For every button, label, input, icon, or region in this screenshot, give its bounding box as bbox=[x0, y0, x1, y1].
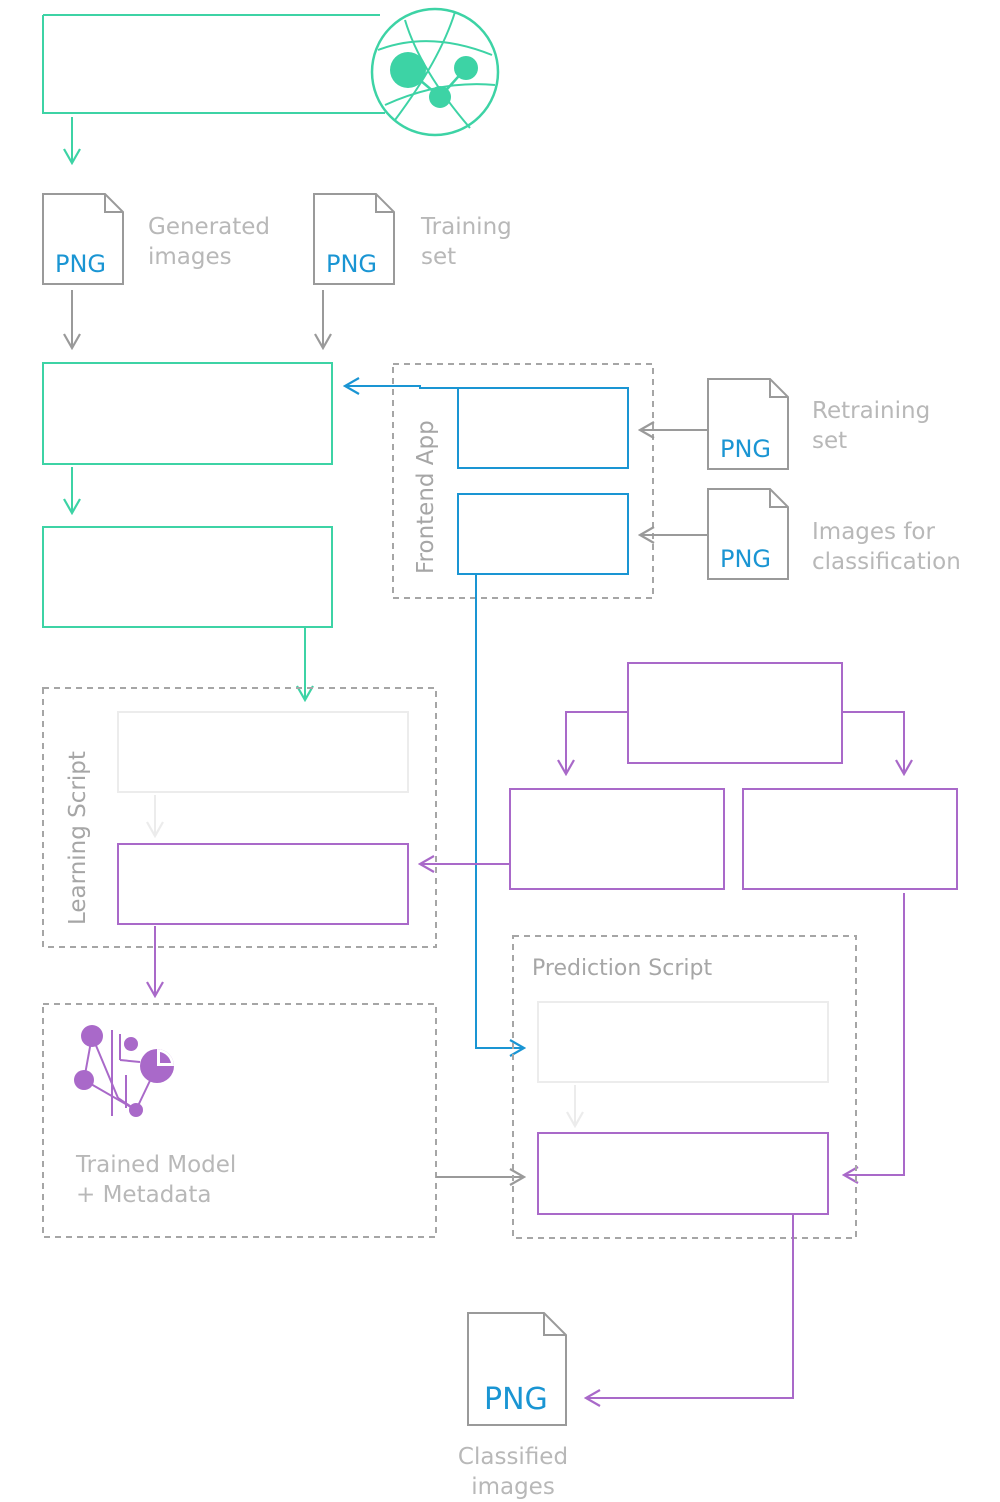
prediction-params-box bbox=[742, 788, 958, 890]
retraining-upload-box[interactable] bbox=[457, 387, 629, 469]
generated-images-label: Generated images bbox=[148, 214, 271, 270]
merge-box bbox=[42, 362, 333, 465]
trained-model-group bbox=[42, 1003, 437, 1238]
training-set-label: Training set bbox=[421, 214, 512, 270]
config-box bbox=[627, 662, 843, 764]
retraining-set-label: Retraining set bbox=[812, 398, 931, 454]
learning-script-label: Learning Script bbox=[65, 751, 91, 925]
learning-step-faint bbox=[117, 711, 409, 793]
file-type-label: PNG bbox=[720, 545, 771, 573]
arrow-classify-to-output bbox=[586, 1214, 794, 1398]
source-box bbox=[42, 14, 385, 114]
prediction-script-label: Prediction Script bbox=[532, 956, 713, 981]
trained-model-label: Trained Model + Metadata bbox=[76, 1152, 237, 1208]
learning-script-group bbox=[42, 687, 437, 948]
arrow-config-right bbox=[842, 711, 904, 774]
png-file-icon: PNG bbox=[42, 193, 124, 285]
classification-images-label: Images for classification bbox=[812, 519, 961, 575]
png-file-icon: PNG bbox=[707, 488, 789, 580]
preprocess-box bbox=[42, 526, 333, 628]
classification-upload-box[interactable] bbox=[457, 493, 629, 575]
file-type-label: PNG bbox=[484, 1382, 548, 1417]
neural-model-icon bbox=[74, 1025, 174, 1117]
learning-params-box bbox=[509, 788, 725, 890]
arrow-params-to-prediction bbox=[844, 893, 905, 1175]
prediction-script-group bbox=[512, 935, 857, 1239]
png-file-icon: PNG bbox=[707, 378, 789, 470]
file-type-label: PNG bbox=[720, 435, 771, 463]
prediction-step-faint bbox=[537, 1001, 829, 1083]
training-step-box bbox=[117, 843, 409, 925]
file-type-label: PNG bbox=[55, 250, 106, 278]
png-file-icon: PNG bbox=[313, 193, 395, 285]
arrow-frontend-to-merge bbox=[345, 386, 458, 388]
classify-step-box bbox=[537, 1132, 829, 1215]
arrow-config-left bbox=[566, 711, 628, 774]
arrow-frontend-to-prediction bbox=[475, 574, 524, 1048]
file-type-label: PNG bbox=[326, 250, 377, 278]
png-file-icon: PNG bbox=[467, 1312, 567, 1426]
frontend-app-label: Frontend App bbox=[413, 420, 439, 574]
frontend-app-group bbox=[392, 363, 654, 599]
network-globe-icon bbox=[370, 7, 500, 137]
classified-images-label: Classified images bbox=[457, 1444, 569, 1500]
